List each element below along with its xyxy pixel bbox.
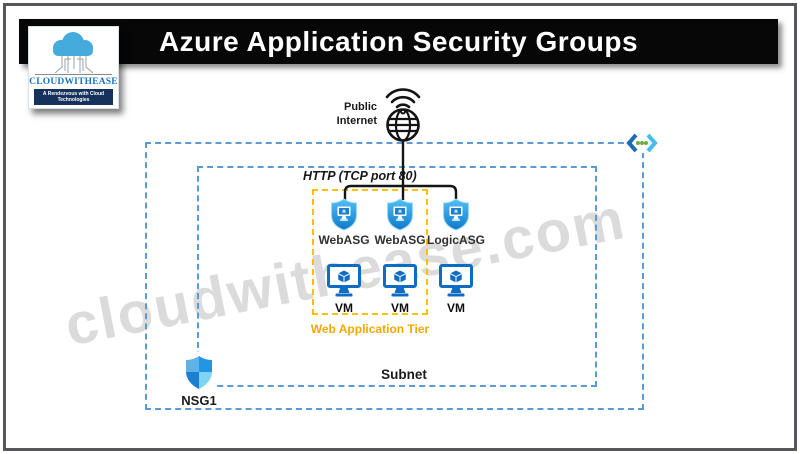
vm-label: VM [335,301,353,315]
vm-icon [327,264,361,297]
subnet-boundary [197,166,597,387]
asg-shield-icon [387,198,413,231]
virtual-network-icon [626,133,658,153]
title-banner: Azure Application Security Groups [19,19,778,64]
cloud-circuit-icon [53,32,94,73]
vnet-boundary [145,142,644,410]
subnet-label: Subnet [381,367,427,382]
vm-label: VM [391,301,409,315]
asg-shield-icon [443,198,469,231]
nsg-label: NSG1 [181,393,217,408]
asg-shield-icon [331,198,357,231]
web-application-tier-label: Web Application Tier [310,322,430,336]
vm-label: VM [447,301,465,315]
asg-label: WebASG [318,233,370,247]
nsg-shield-icon [181,352,217,393]
logo-divider [35,74,112,75]
brand-logo: CLOUDWITHEASE A Rendezvous with Cloud Te… [28,26,119,109]
vm-icon [383,264,417,297]
vm-icon [439,264,473,297]
logo-name: CLOUDWITHEASE [29,77,118,87]
logo-tagline: A Rendezvous with Cloud Technologies [34,89,113,105]
public-internet-label: Public Internet [336,101,377,128]
asg-label: LogicASG [426,233,485,247]
page-title: Azure Application Security Groups [158,26,639,57]
asg-label: WebASG [374,233,426,247]
wifi-globe-icon [385,88,421,142]
http-port-label: HTTP (TCP port 80) [303,169,417,183]
